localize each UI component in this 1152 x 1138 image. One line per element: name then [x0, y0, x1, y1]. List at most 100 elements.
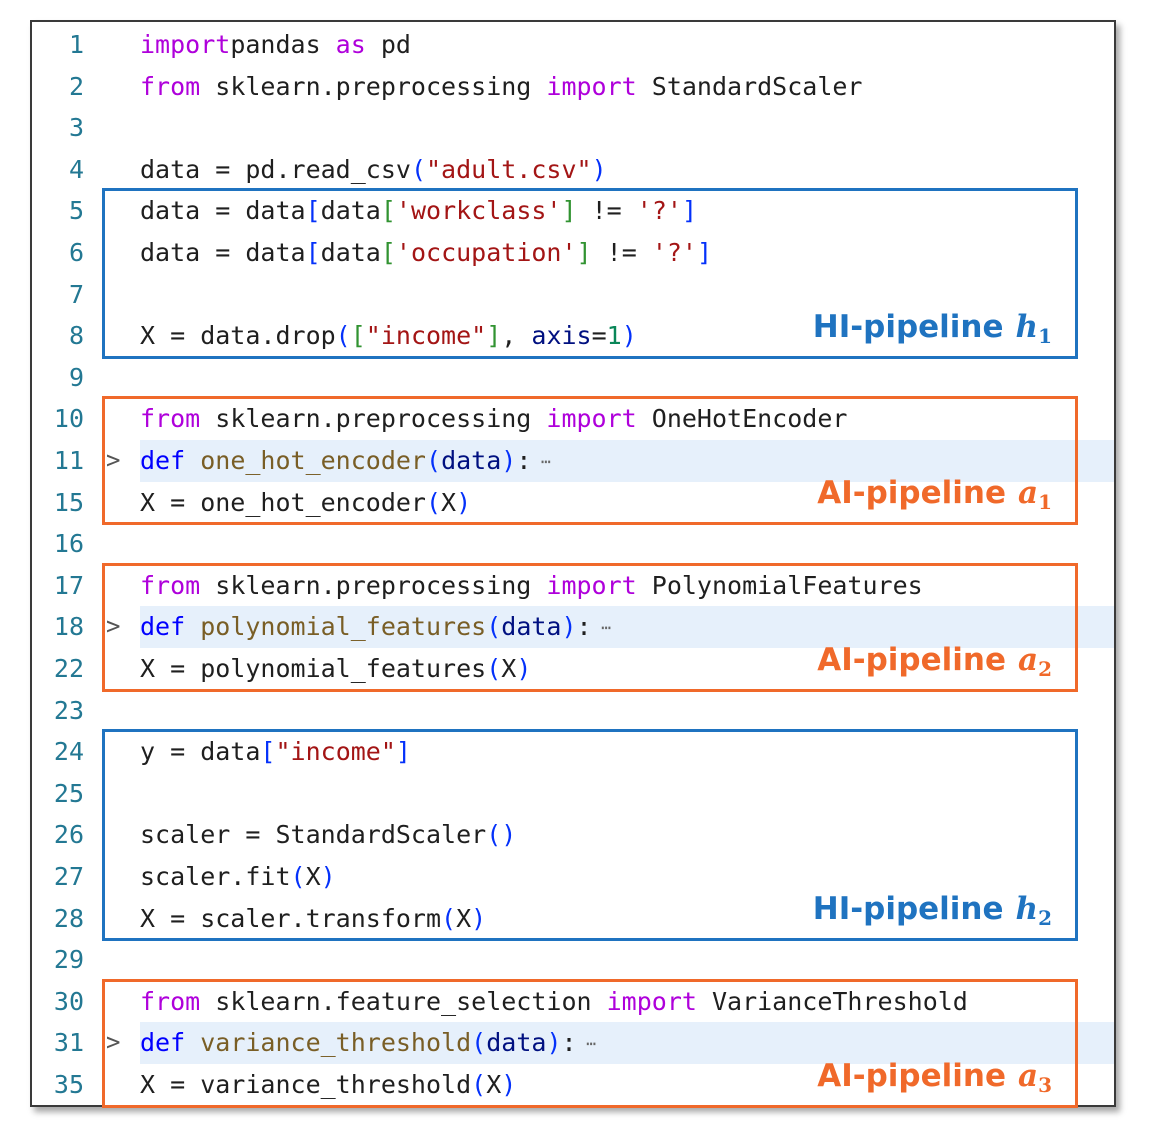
code-token: :: [516, 446, 532, 475]
code-token: OneHotEncoder: [636, 404, 848, 434]
code-line[interactable]: 9: [32, 357, 1114, 399]
code-token: ): [471, 903, 487, 933]
code-token: data = data: [140, 196, 306, 226]
code-token: X = variance_threshold: [140, 1070, 472, 1099]
code-token: data = data: [140, 238, 306, 267]
code-text: data = pd.read_csv("adult.csv"): [140, 149, 607, 191]
symbol-subscript: 1: [1038, 323, 1052, 348]
code-token: pd: [365, 30, 411, 59]
code-line[interactable]: 11>def one_hot_encoder(data): ⋯: [32, 440, 1114, 482]
code-token: (: [335, 321, 351, 351]
code-token: sklearn.feature_selection: [200, 986, 607, 1016]
code-text: from sklearn.preprocessing import OneHot…: [140, 398, 847, 440]
code-token: def: [140, 1028, 186, 1058]
code-text: scaler.fit(X): [140, 856, 336, 898]
line-number: 6: [68, 238, 84, 267]
code-token: X: [501, 654, 517, 683]
code-text: def polynomial_features(data): ⋯: [140, 606, 611, 649]
code-token: [: [380, 196, 396, 226]
code-token: scaler = StandardScaler: [140, 820, 487, 850]
line-number: 8: [68, 321, 84, 351]
code-text: scaler = StandardScaler(): [140, 814, 516, 856]
fold-chevron-icon[interactable]: >: [106, 1028, 121, 1057]
code-line[interactable]: 3: [32, 107, 1114, 149]
code-token: ,: [501, 321, 532, 351]
line-number: 4: [68, 154, 84, 184]
pipeline-name: AI-pipeline: [817, 475, 1006, 512]
code-line[interactable]: 24 y = data["income"]: [32, 731, 1114, 773]
code-token: axis: [531, 321, 592, 351]
fold-chevron-icon[interactable]: >: [106, 446, 121, 474]
code-token: StandardScaler: [636, 71, 863, 101]
code-token: ): [320, 862, 336, 891]
code-line[interactable]: 18>def polynomial_features(data): ⋯: [32, 606, 1114, 648]
code-line[interactable]: 29: [32, 939, 1114, 981]
code-token: sklearn.preprocessing: [200, 570, 547, 600]
folded-ellipsis-icon[interactable]: ⋯: [591, 618, 611, 638]
code-text: y = data["income"]: [140, 731, 411, 773]
line-number: 24: [53, 737, 84, 767]
pipeline-name: AI-pipeline: [817, 1057, 1006, 1094]
code-token: (: [486, 612, 502, 642]
code-line[interactable]: 23: [32, 690, 1114, 732]
code-token: X: [305, 862, 321, 891]
code-line[interactable]: 7: [32, 274, 1114, 316]
code-line[interactable]: 31>def variance_threshold(data): ⋯: [32, 1022, 1114, 1064]
code-line[interactable]: 16: [32, 523, 1114, 565]
code-token: [: [380, 238, 396, 267]
fold-chevron-icon[interactable]: >: [106, 612, 121, 641]
code-token: ): [621, 321, 637, 351]
pipeline-symbol: a2: [1018, 642, 1052, 681]
code-token: (: [471, 1028, 487, 1058]
code-token: (: [426, 446, 442, 475]
code-token: "income": [365, 321, 487, 351]
code-token: import: [546, 570, 637, 600]
symbol-letter: a: [1017, 1057, 1039, 1094]
line-number: 7: [68, 279, 84, 309]
code-token: one_hot_encoder: [200, 446, 426, 475]
line-number: 5: [68, 196, 84, 226]
line-number: 27: [53, 862, 84, 891]
hi-pipeline-box: [102, 188, 1078, 359]
line-number: 23: [53, 695, 84, 725]
line-number: 29: [53, 945, 84, 975]
symbol-subscript: 2: [1038, 656, 1052, 681]
code-token: data: [486, 1028, 547, 1058]
code-line[interactable]: 27 scaler.fit(X): [32, 856, 1114, 898]
code-token: "income": [275, 737, 396, 767]
folded-ellipsis-icon[interactable]: ⋯: [531, 452, 551, 472]
code-line[interactable]: 25: [32, 773, 1114, 815]
ai-pipeline-box: [102, 396, 1078, 526]
folded-ellipsis-icon[interactable]: ⋯: [576, 1034, 596, 1054]
code-token: data: [501, 612, 562, 642]
code-line[interactable]: 4 data = pd.read_csv("adult.csv"): [32, 149, 1114, 191]
code-token: data = pd.read_csv: [140, 154, 411, 184]
code-token: data: [320, 196, 381, 226]
code-token: ): [591, 154, 607, 184]
code-text: def variance_threshold(data): ⋯: [140, 1022, 596, 1065]
code-token: X = one_hot_encoder: [140, 487, 426, 517]
code-token: import: [140, 30, 231, 59]
code-token: def: [140, 446, 186, 475]
code-token: ): [501, 1070, 517, 1099]
code-text: from sklearn.preprocessing import Polyno…: [140, 565, 923, 607]
code-token: [: [305, 238, 321, 267]
code-token: '?': [651, 238, 697, 267]
code-token: ]: [561, 196, 577, 226]
code-token: (: [471, 1070, 487, 1099]
